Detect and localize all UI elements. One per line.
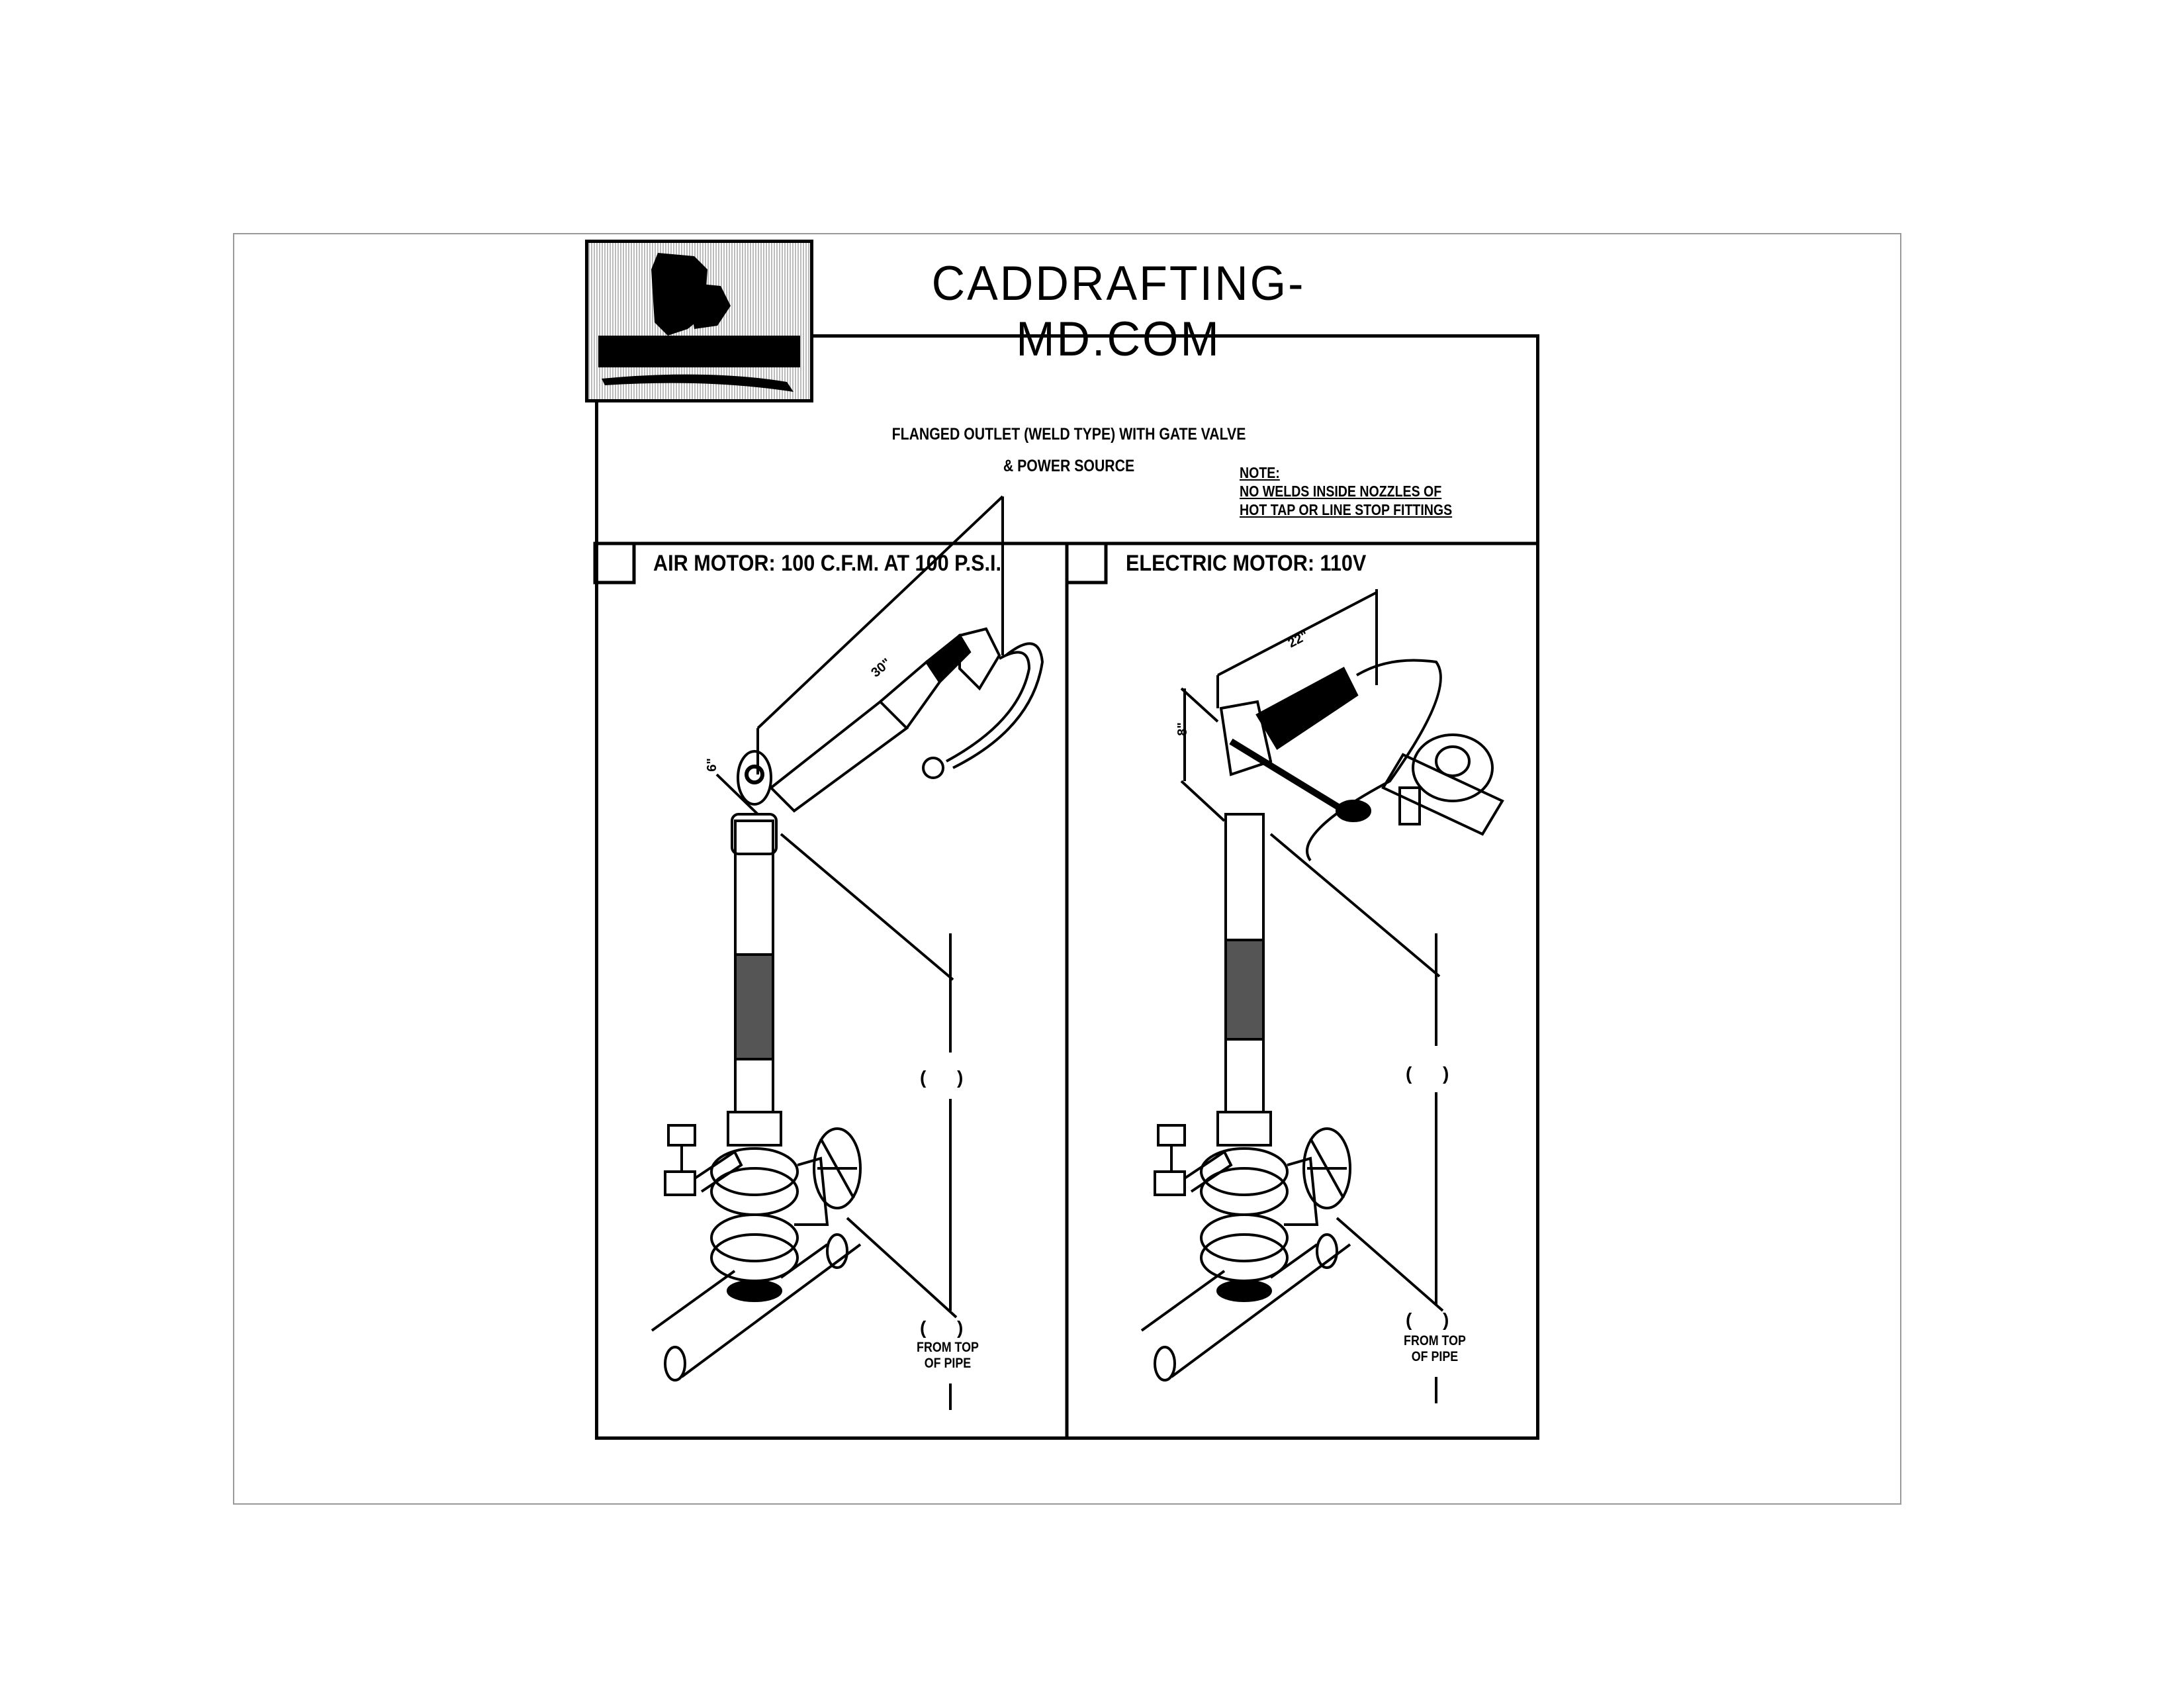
- gate-valve-handwheel-icon: [813, 1127, 862, 1209]
- dimension-label-height: 6": [704, 758, 719, 772]
- panel-tag-box-right: [1065, 541, 1108, 585]
- dimension-label-bottom: ( ): [920, 1317, 964, 1338]
- bleeder-valve: [1157, 1124, 1186, 1147]
- panel-label-electric-motor: ELECTRIC MOTOR: 110V: [1126, 551, 1367, 576]
- from-top-text: FROM TOP: [917, 1340, 979, 1355]
- air-hose: [952, 642, 1044, 769]
- main-pipe: [651, 1243, 862, 1378]
- power-cord: [1306, 659, 1442, 862]
- electric-motor-assembly: [1140, 589, 1504, 1403]
- note-heading: NOTE:: [1240, 464, 1280, 481]
- bleeder-valve: [667, 1124, 696, 1147]
- power-source-transformer: [1412, 733, 1494, 802]
- dimension-label-height: 8": [1175, 722, 1190, 736]
- dimension-label-bottom: ( ): [1406, 1309, 1449, 1330]
- panel-label-air-motor: AIR MOTOR: 100 C.F.M. AT 100 P.S.I.: [653, 551, 1002, 576]
- drawing-subtitle: & POWER SOURCE: [1003, 457, 1135, 475]
- panel-tag-box-left: [593, 541, 636, 585]
- electric-drill-handle: [1255, 667, 1359, 750]
- drawing-title: FLANGED OUTLET (WELD TYPE) WITH GATE VAL…: [891, 425, 1246, 444]
- drawing-sheet-border: [233, 233, 1901, 1505]
- of-pipe-text: OF PIPE: [924, 1356, 972, 1371]
- from-top-of-pipe-label: FROM TOP OF PIPE: [914, 1340, 981, 1372]
- main-pipe: [1140, 1243, 1351, 1378]
- note: NOTE: NO WELDS INSIDE NOZZLES OF HOT TAP…: [1240, 463, 1452, 519]
- gate-valve-handwheel-icon: [1302, 1127, 1351, 1209]
- from-top-text: FROM TOP: [1404, 1333, 1466, 1348]
- electric-drill-head: [1219, 700, 1273, 776]
- note-line: HOT TAP OR LINE STOP FITTINGS: [1240, 501, 1453, 518]
- hose-coupling: [922, 757, 944, 779]
- from-top-of-pipe-label: FROM TOP OF PIPE: [1401, 1333, 1469, 1365]
- logo-mark-icon: [598, 253, 800, 392]
- air-fitting: [958, 627, 1001, 691]
- dimension-line-22: [1217, 591, 1377, 677]
- dimension-line-30: [756, 495, 1004, 729]
- knurled-band: [734, 953, 774, 1060]
- flange-lower: [710, 1213, 799, 1262]
- note-line: NO WELDS INSIDE NOZZLES OF: [1240, 483, 1442, 500]
- dimension-label-vertical: ( ): [920, 1067, 964, 1088]
- of-pipe-text: OF PIPE: [1411, 1349, 1459, 1364]
- site-title: CADDRAFTING-MD.COM: [931, 256, 1306, 366]
- company-logo: [585, 240, 813, 402]
- knurled-band: [1224, 939, 1265, 1041]
- air-motor-assembly: [651, 495, 1044, 1410]
- flange-upper: [710, 1147, 799, 1196]
- air-motor-body: [768, 700, 909, 813]
- dimension-label-vertical: ( ): [1406, 1063, 1449, 1084]
- power-source-base: [1381, 753, 1504, 836]
